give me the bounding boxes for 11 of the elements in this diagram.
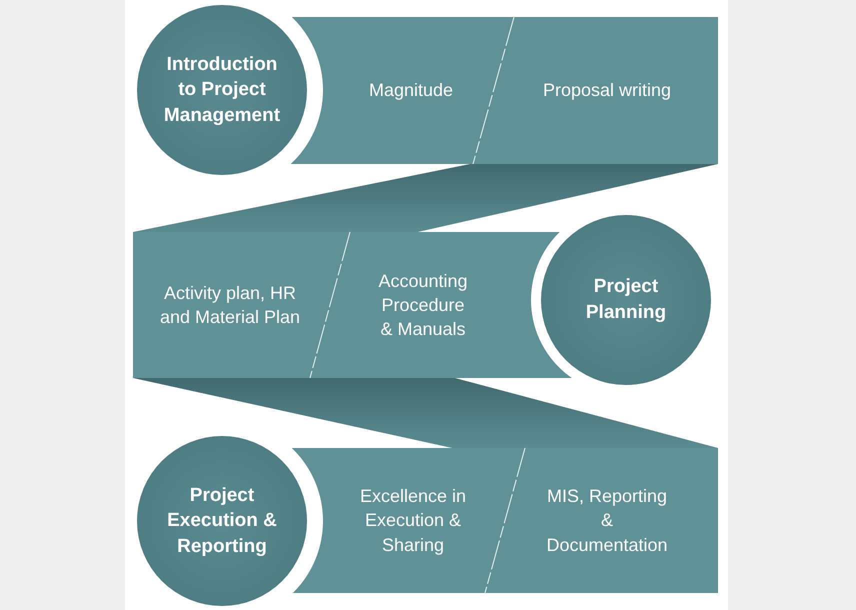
segment-text: Accounting Procedure & Manuals bbox=[377, 270, 469, 342]
topic-title: Introduction to Project Management bbox=[162, 52, 282, 128]
topic-title: Project Planning bbox=[584, 275, 668, 325]
segment-text: Excellence in Execution & Sharing bbox=[358, 485, 468, 557]
segment-text: Magnitude bbox=[368, 79, 454, 102]
segment-text: Proposal writing bbox=[542, 79, 672, 102]
ribbon-fold bbox=[133, 378, 718, 448]
segment-text: MIS, Reporting & Documentation bbox=[545, 485, 669, 557]
topic-title: Project Execution & Reporting bbox=[166, 484, 278, 559]
segment-text: Activity plan, HR and Material Plan bbox=[158, 282, 302, 329]
ribbon-fold bbox=[133, 164, 718, 232]
